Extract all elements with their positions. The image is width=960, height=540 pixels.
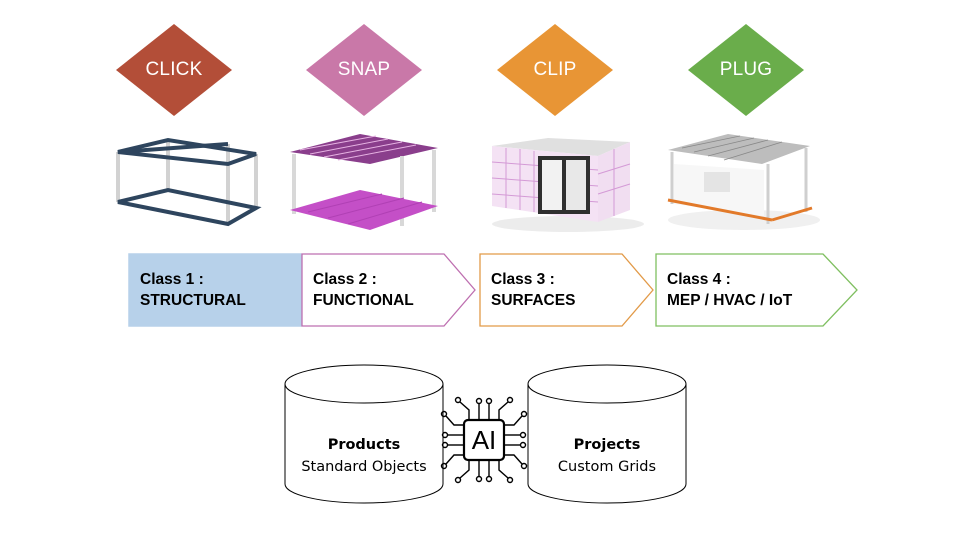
arrow-shape (301, 253, 476, 327)
ai-chip: AI (436, 392, 532, 488)
functional-floor-illustration (290, 134, 438, 230)
diamond-label: PLUG (719, 59, 773, 80)
diamond-shape (306, 24, 422, 116)
diamond-plug: PLUG (688, 24, 804, 116)
surfaces-container-illustration (491, 138, 644, 232)
database-cylinder-icon (284, 364, 444, 504)
arrow-shape (655, 253, 858, 327)
class-name: STRUCTURAL (140, 292, 246, 309)
class-3-label: Class 3 : SURFACES (491, 269, 575, 311)
diamond-snap: SNAP (306, 24, 422, 116)
class-name: FUNCTIONAL (313, 292, 414, 309)
class-1-label: Class 1 : STRUCTURAL (140, 269, 246, 311)
class-number: Class 1 : (140, 271, 204, 288)
database-title: Products (327, 437, 401, 453)
class-name: MEP / HVAC / IoT (667, 292, 793, 309)
diamond-label: SNAP (337, 59, 391, 80)
ai-chip-icon (440, 396, 528, 484)
class-number: Class 2 : (313, 271, 377, 288)
diamond-shape (497, 24, 613, 116)
products-database: Products Standard Objects (284, 364, 444, 506)
database-subtitle: Standard Objects (301, 459, 427, 475)
products-text: Products Standard Objects (284, 434, 444, 478)
class-name: SURFACES (491, 292, 576, 309)
class-2-label: Class 2 : FUNCTIONAL (313, 269, 414, 311)
diamond-clip: CLIP (497, 24, 613, 116)
diamond-label: CLICK (145, 59, 203, 80)
database-subtitle: Custom Grids (557, 459, 657, 475)
diamond-shape (688, 24, 804, 116)
projects-database: Projects Custom Grids (527, 364, 687, 506)
diamond-click: CLICK (116, 24, 232, 116)
class-number: Class 3 : (491, 271, 555, 288)
structural-frame-illustration (116, 137, 262, 227)
diamond-label: CLIP (533, 59, 577, 80)
class-1-arrow: Class 1 : STRUCTURAL (128, 253, 332, 327)
class-4-label: Class 4 : MEP / HVAC / IoT (667, 269, 792, 311)
class-3-arrow: Class 3 : SURFACES (479, 253, 683, 327)
diamond-shape (116, 24, 232, 116)
ai-label: AI (471, 424, 497, 455)
class-number: Class 4 : (667, 271, 731, 288)
class-4-arrow: Class 4 : MEP / HVAC / IoT (655, 253, 859, 327)
arrow-shape (479, 253, 654, 327)
projects-text: Projects Custom Grids (527, 434, 687, 478)
database-title: Projects (573, 437, 641, 453)
mep-hvac-illustration (667, 134, 820, 230)
class-2-arrow: Class 2 : FUNCTIONAL (301, 253, 505, 327)
database-cylinder-icon (527, 364, 687, 504)
